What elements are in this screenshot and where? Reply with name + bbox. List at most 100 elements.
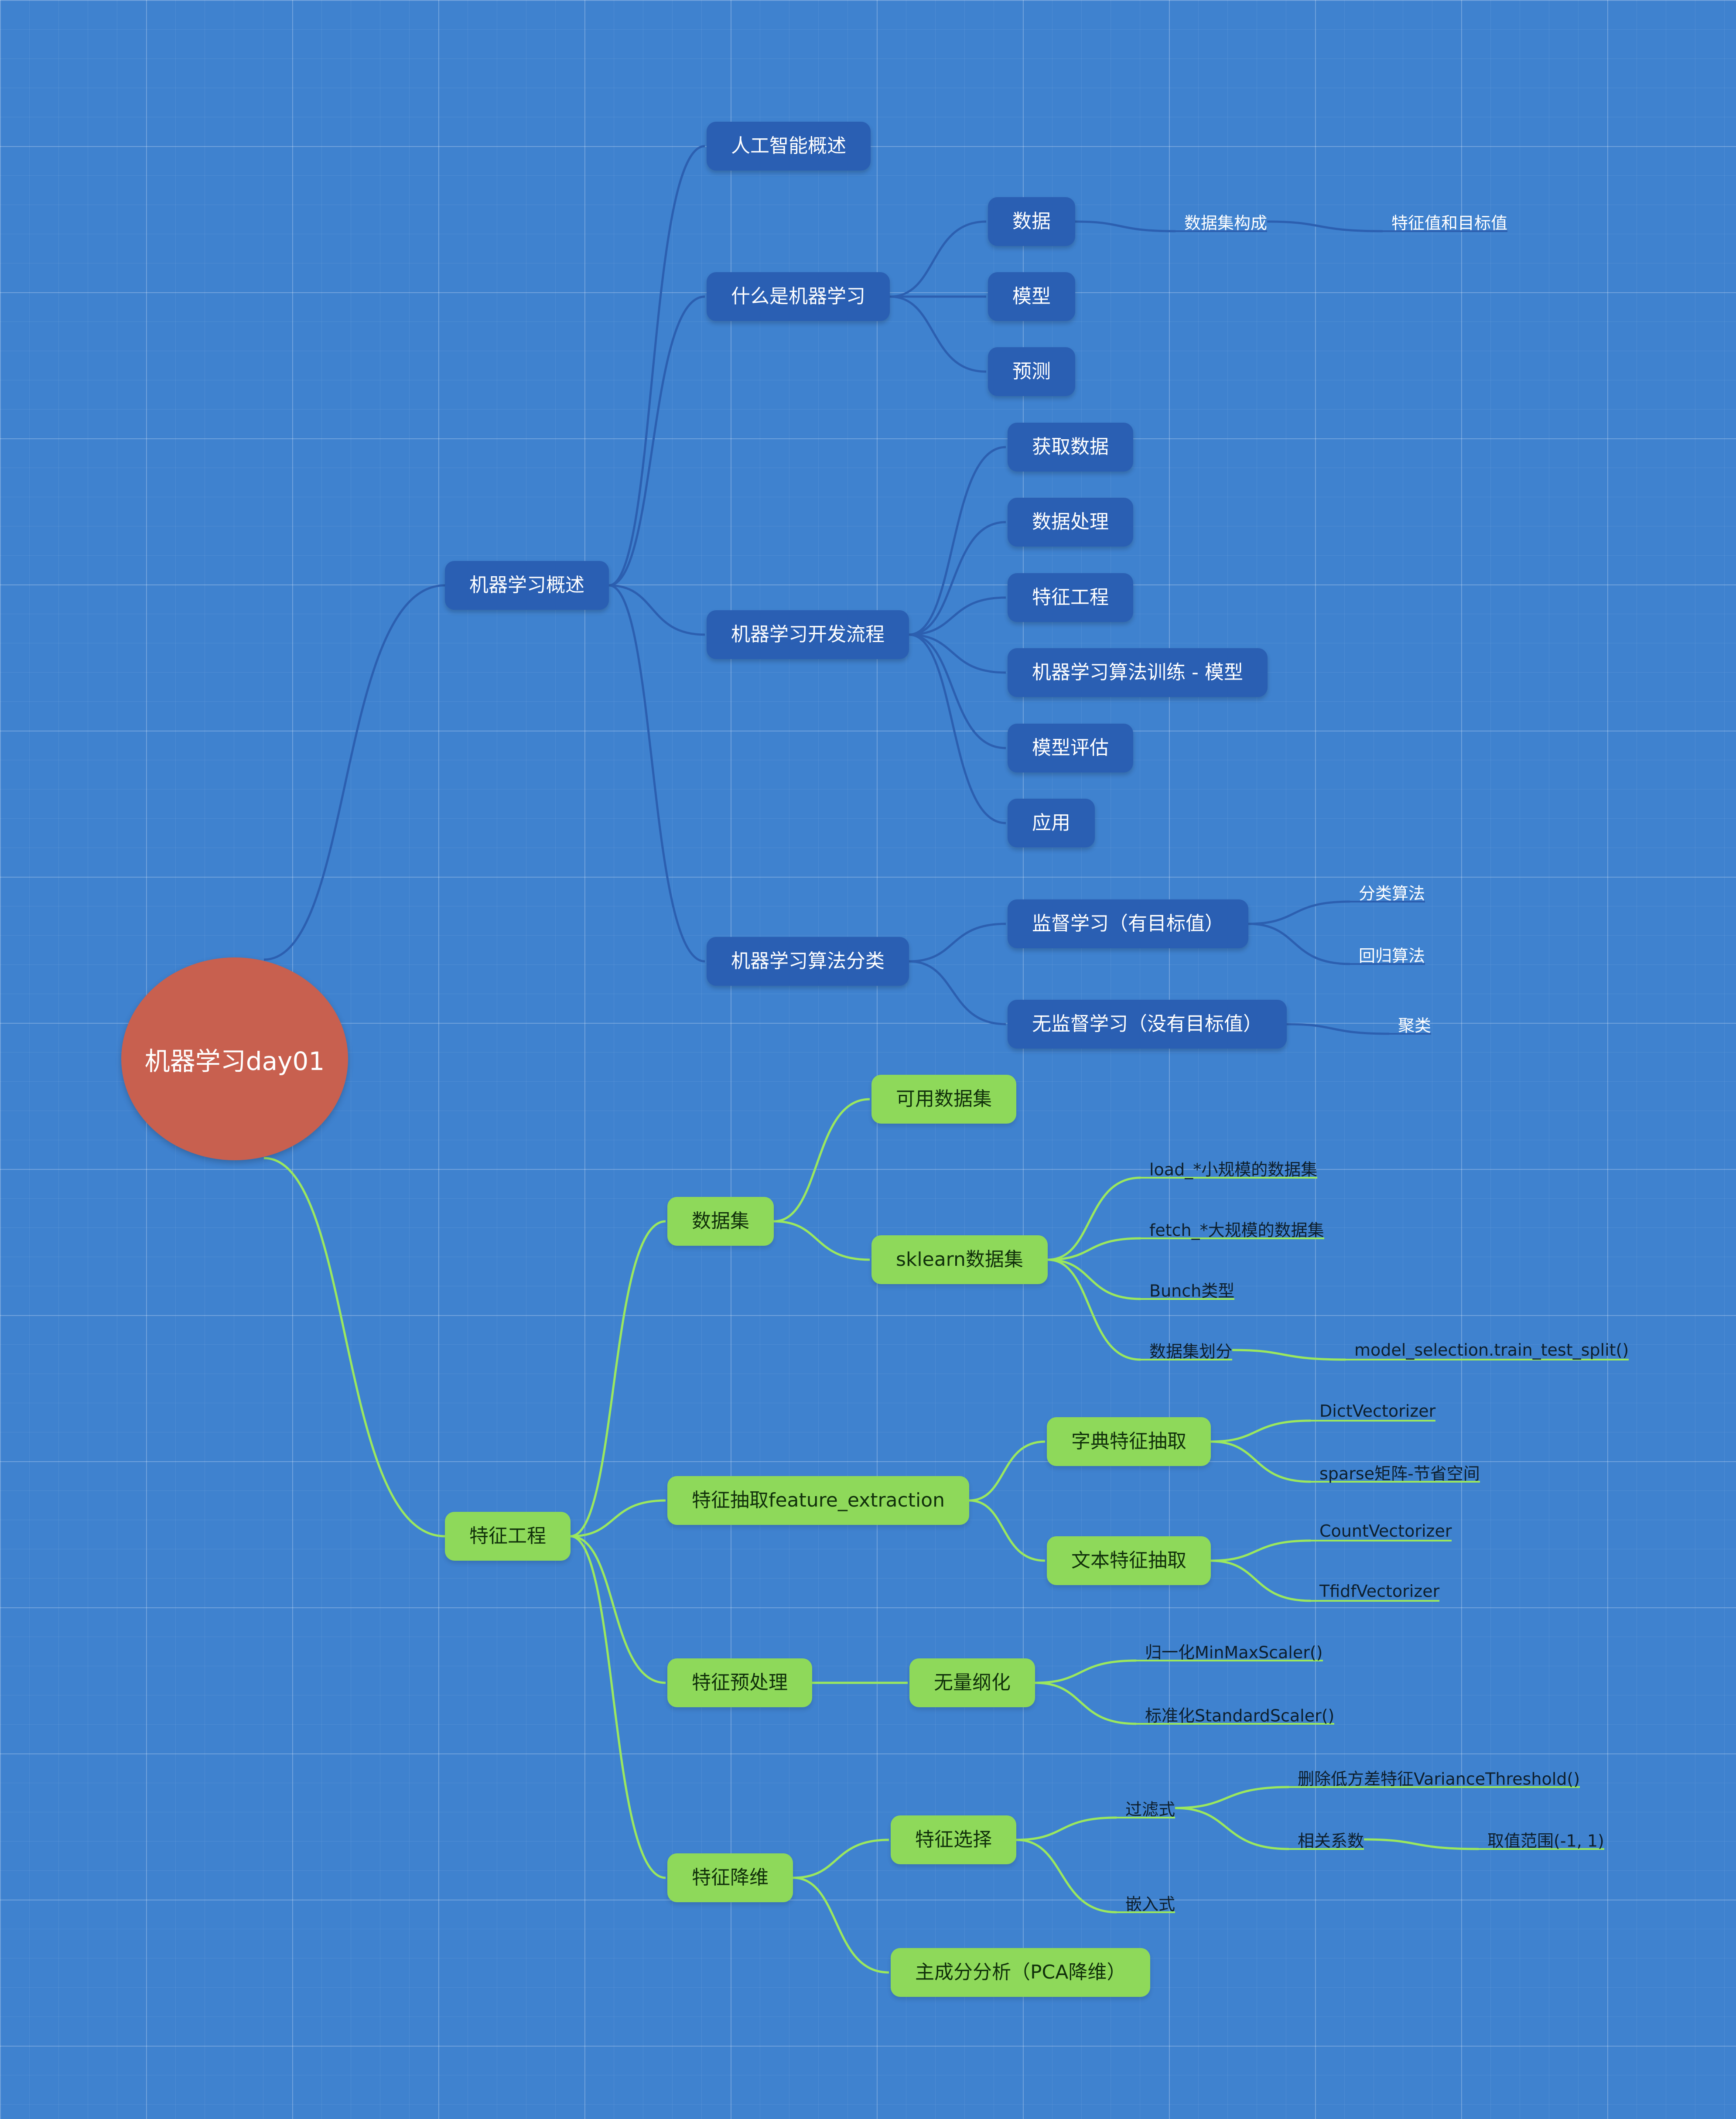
leaf-connector — [1210, 1419, 1311, 1443]
node-feature-selection[interactable]: 特征选择 — [891, 1815, 1016, 1864]
leaf-dataset-split[interactable]: 数据集划分 — [1149, 1342, 1233, 1361]
node-datasets[interactable]: 数据集 — [667, 1197, 774, 1246]
node-flow-step[interactable]: 机器学习算法训练 - 模型 — [1008, 648, 1268, 697]
node-label: 数据集 — [692, 1210, 749, 1232]
leaf-connector — [1210, 1539, 1311, 1562]
connector-line — [608, 145, 705, 587]
connector-line — [909, 923, 1006, 963]
leaf-classification[interactable]: 分类算法 — [1359, 884, 1425, 903]
node-label: sklearn数据集 — [896, 1248, 1023, 1271]
node-dimensionless[interactable]: 无量纲化 — [909, 1658, 1035, 1707]
leaf-correlation[interactable]: 相关系数 — [1298, 1831, 1364, 1851]
node-feature-engineering[interactable]: 特征工程 — [445, 1512, 571, 1561]
leaf-dataset-composition[interactable]: 数据集构成 — [1184, 213, 1268, 233]
root-connector-green — [263, 1157, 445, 1538]
leaf-connector — [1286, 1023, 1390, 1035]
connector-line — [909, 633, 1006, 824]
node-label: 机器学习概述 — [469, 574, 584, 596]
connector-line — [570, 1535, 666, 1684]
node-data[interactable]: 数据 — [988, 197, 1075, 246]
node-label: 特征预处理 — [692, 1671, 788, 1694]
leaf-connector — [1364, 1838, 1479, 1850]
node-ai-overview[interactable]: 人工智能概述 — [707, 122, 871, 171]
leaf-connector — [1248, 923, 1350, 965]
leaf-dictvectorizer[interactable]: DictVectorizer — [1319, 1401, 1436, 1421]
node-feature-extraction[interactable]: 特征抽取feature_extraction — [667, 1476, 969, 1525]
node-label: 数据处理 — [1032, 511, 1109, 533]
leaf-filter-method[interactable]: 过滤式 — [1125, 1800, 1176, 1819]
node-flow-step[interactable]: 特征工程 — [1008, 573, 1133, 622]
leaf-connector — [1210, 1440, 1311, 1483]
connector-line — [889, 295, 987, 373]
node-supervised[interactable]: 监督学习（有目标值） — [1008, 899, 1248, 948]
connector-line — [608, 584, 705, 963]
node-label: 无监督学习（没有目标值） — [1032, 1013, 1262, 1035]
node-text-extraction[interactable]: 文本特征抽取 — [1047, 1536, 1211, 1585]
leaf-train-test-split[interactable]: model_selection.train_test_split() — [1354, 1340, 1629, 1360]
node-label: 主成分分析（PCA降维） — [915, 1961, 1126, 1983]
leaf-countvectorizer[interactable]: CountVectorizer — [1319, 1521, 1452, 1541]
node-label: 模型评估 — [1032, 737, 1109, 759]
connector-line — [793, 1876, 889, 1974]
node-pca[interactable]: 主成分分析（PCA降维） — [891, 1948, 1151, 1997]
leaf-tfidfvectorizer[interactable]: TfidfVectorizer — [1319, 1582, 1440, 1601]
node-model[interactable]: 模型 — [988, 272, 1075, 321]
root-node[interactable]: 机器学习day01 — [121, 957, 348, 1160]
node-predict[interactable]: 预测 — [988, 347, 1075, 396]
node-label: 监督学习（有目标值） — [1032, 913, 1224, 935]
node-what-is-ml[interactable]: 什么是机器学习 — [707, 272, 890, 321]
leaf-bunch-type[interactable]: Bunch类型 — [1149, 1281, 1235, 1301]
leaf-embedded-method[interactable]: 嵌入式 — [1125, 1894, 1176, 1914]
node-algo-classes[interactable]: 机器学习算法分类 — [707, 937, 909, 986]
leaf-load-small[interactable]: load_*小规模的数据集 — [1149, 1160, 1318, 1179]
node-label: 模型 — [1012, 285, 1051, 308]
leaf-connector — [1016, 1839, 1117, 1914]
leaf-sparse-matrix[interactable]: sparse矩阵-节省空间 — [1319, 1464, 1480, 1483]
node-flow-step[interactable]: 模型评估 — [1008, 724, 1133, 772]
connector-line — [570, 1535, 666, 1879]
node-label: 机器学习算法分类 — [731, 950, 885, 972]
node-dim-reduction[interactable]: 特征降维 — [667, 1853, 793, 1902]
leaf-connector — [1047, 1237, 1141, 1261]
node-dict-extraction[interactable]: 字典特征抽取 — [1047, 1417, 1211, 1466]
connector-line — [608, 584, 705, 636]
leaf-connector — [1267, 220, 1383, 232]
leaf-clustering[interactable]: 聚类 — [1398, 1016, 1432, 1036]
connector-line — [909, 633, 1006, 749]
node-unsupervised[interactable]: 无监督学习（没有目标值） — [1008, 1000, 1287, 1049]
root-label: 机器学习day01 — [144, 1046, 325, 1076]
node-available-datasets[interactable]: 可用数据集 — [871, 1075, 1016, 1124]
node-sklearn-datasets[interactable]: sklearn数据集 — [871, 1235, 1048, 1284]
leaf-fetch-large[interactable]: fetch_*大规模的数据集 — [1149, 1220, 1324, 1240]
node-label: 可用数据集 — [896, 1088, 992, 1110]
node-label: 特征工程 — [469, 1525, 546, 1547]
leaf-connector — [1047, 1258, 1141, 1361]
node-ml-overview[interactable]: 机器学习概述 — [445, 561, 609, 610]
node-flow-step[interactable]: 应用 — [1008, 799, 1095, 848]
leaf-standardscaler[interactable]: 标准化StandardScaler() — [1145, 1706, 1335, 1726]
connector-line — [793, 1839, 889, 1879]
connector-line — [909, 633, 1006, 674]
connector-line — [773, 1220, 870, 1261]
node-label: 获取数据 — [1032, 436, 1109, 458]
node-label: 文本特征抽取 — [1071, 1549, 1186, 1572]
node-flow-step[interactable]: 获取数据 — [1008, 423, 1133, 472]
connector-line — [909, 446, 1006, 636]
node-preprocessing[interactable]: 特征预处理 — [667, 1658, 812, 1707]
connector-line — [909, 596, 1006, 636]
node-dev-flow[interactable]: 机器学习开发流程 — [707, 610, 909, 659]
connector-line — [570, 1220, 666, 1538]
leaf-connector — [1047, 1258, 1141, 1300]
leaf-connector — [1035, 1659, 1137, 1684]
node-label: 无量纲化 — [934, 1671, 1011, 1694]
leaf-connector — [1075, 220, 1176, 232]
leaf-connector — [1047, 1176, 1141, 1261]
leaf-feature-target[interactable]: 特征值和目标值 — [1391, 213, 1508, 233]
leaf-minmaxscaler[interactable]: 归一化MinMaxScaler() — [1145, 1643, 1323, 1662]
leaf-variance-threshold[interactable]: 删除低方差特征VarianceThreshold() — [1298, 1769, 1580, 1789]
node-flow-step[interactable]: 数据处理 — [1008, 498, 1133, 547]
connector-line — [969, 1499, 1046, 1562]
leaf-value-range[interactable]: 取值范围(-1, 1) — [1487, 1831, 1604, 1851]
connector-line — [570, 1499, 666, 1538]
leaf-regression[interactable]: 回归算法 — [1359, 946, 1425, 966]
